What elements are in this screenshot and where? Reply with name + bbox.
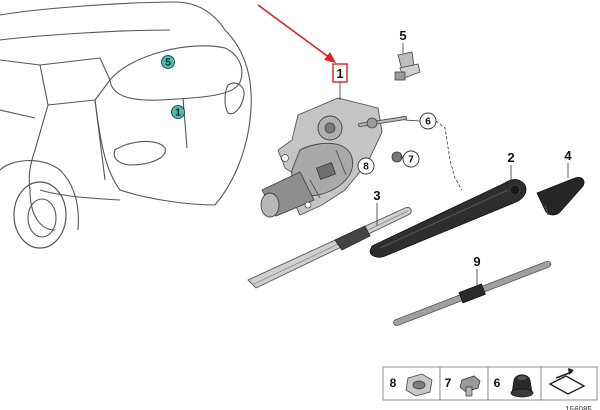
nut-icon xyxy=(405,373,433,397)
callout-4: 4 xyxy=(564,148,572,178)
callout-7-label: 7 xyxy=(408,155,414,166)
wiper-cap-part xyxy=(536,177,585,216)
callout-5-label: 5 xyxy=(399,28,406,43)
callout-3: 3 xyxy=(373,188,381,226)
callout-5: 5 xyxy=(399,28,407,53)
car-outline xyxy=(0,1,252,249)
callout-2-label: 2 xyxy=(507,150,514,165)
car-marker-1-label: 1 xyxy=(175,108,181,119)
callout-1-label: 1 xyxy=(336,66,343,81)
legend-7-label: 7 xyxy=(445,376,452,390)
legend-strip: 8 7 6 xyxy=(382,366,598,401)
car-marker-5-label: 5 xyxy=(165,58,171,69)
wiper-arm-part xyxy=(369,179,527,258)
callout-3-label: 3 xyxy=(373,188,380,203)
callout-9-label: 9 xyxy=(473,254,480,269)
bolt-part xyxy=(394,51,421,81)
diagram-code: 156085 xyxy=(565,405,592,410)
callout-6: 6 xyxy=(404,112,463,191)
car-marker-5: 5 xyxy=(161,55,175,69)
legend-6-label: 6 xyxy=(494,376,501,390)
bolt-icon xyxy=(459,375,481,397)
callout-1: 1 xyxy=(332,63,348,100)
wiper-rod-part xyxy=(393,261,552,326)
grommet-icon xyxy=(510,374,534,398)
legend-8-label: 8 xyxy=(390,376,397,390)
wiper-motor-part xyxy=(260,97,407,218)
callout-4-label: 4 xyxy=(564,148,572,163)
car-marker-1: 1 xyxy=(171,105,185,119)
wiper-blade-part xyxy=(247,207,412,289)
callout-8-label: 8 xyxy=(363,162,369,173)
bracket-arrow-icon xyxy=(548,368,586,395)
pointer-arrow xyxy=(257,4,336,63)
callout-9: 9 xyxy=(473,254,481,286)
callout-2: 2 xyxy=(507,150,515,180)
callout-8: 8 xyxy=(357,157,375,175)
callout-7: 7 xyxy=(399,150,420,168)
callout-6-label: 6 xyxy=(425,117,431,128)
